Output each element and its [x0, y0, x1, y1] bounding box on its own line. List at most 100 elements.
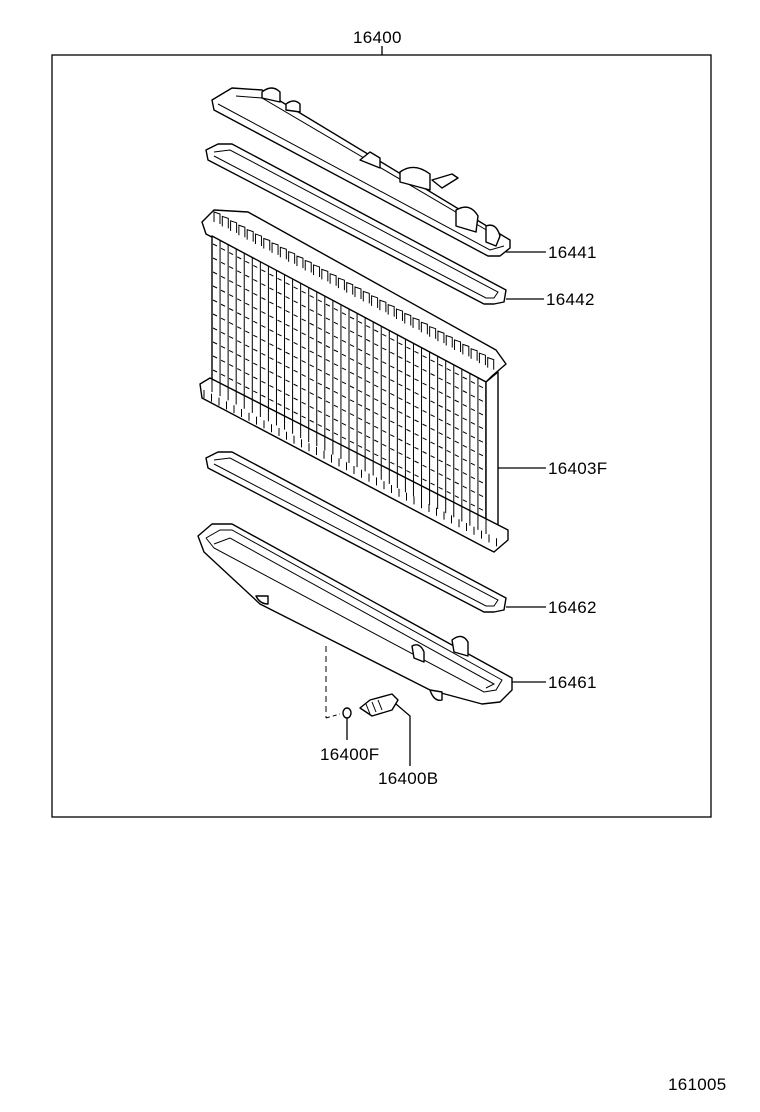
- lower-tank: [197, 523, 513, 705]
- core-fin: [382, 347, 387, 351]
- core-fin: [398, 342, 403, 346]
- core-header-tooth: [445, 334, 453, 348]
- core-fin: [277, 361, 282, 365]
- core-fin: [317, 354, 323, 358]
- core-fin: [220, 247, 226, 251]
- core-fin: [390, 434, 395, 438]
- core-fin: [349, 316, 355, 320]
- core-fin: [478, 507, 484, 511]
- core-fin: [228, 349, 234, 353]
- core-fin: [245, 274, 250, 278]
- core-fin: [341, 326, 347, 329]
- core-fin: [406, 401, 411, 405]
- core-fin: [212, 243, 218, 247]
- core-fin: [390, 365, 395, 369]
- core-fin: [261, 338, 266, 342]
- core-header-tooth: [313, 264, 321, 277]
- core-fin: [365, 338, 371, 342]
- core-fin: [430, 441, 435, 445]
- core-fin: [228, 308, 234, 311]
- core-fin: [349, 399, 355, 403]
- core-fin: [462, 403, 468, 407]
- core-fin: [212, 285, 218, 289]
- core-fin: [454, 481, 460, 485]
- drain-cock-label: 16400B: [378, 769, 438, 788]
- core-fin: [454, 386, 460, 389]
- core-fin: [390, 406, 395, 410]
- drain-cock-leader: [395, 703, 411, 766]
- core-fin: [245, 344, 250, 348]
- core-fin: [438, 377, 443, 381]
- core-fin: [373, 425, 379, 429]
- core-fin: [414, 474, 419, 478]
- core-header-tooth: [437, 330, 445, 344]
- core-fin: [285, 393, 290, 397]
- core-fin: [309, 350, 314, 354]
- core-fin: [309, 322, 314, 326]
- core-fin: [406, 387, 411, 391]
- core-fin: [357, 334, 363, 338]
- core-fin: [422, 409, 427, 413]
- core-header-tooth: [478, 352, 486, 366]
- core-header-tooth: [412, 317, 420, 330]
- core-fin: [301, 304, 306, 308]
- core-fin: [454, 440, 460, 444]
- core-fin: [269, 315, 274, 319]
- core-fin: [236, 256, 242, 260]
- core-fin: [382, 388, 387, 392]
- core-fin: [220, 275, 226, 279]
- core-fin: [269, 343, 274, 347]
- core-fin: [357, 320, 363, 324]
- core-header-tooth: [379, 299, 387, 313]
- core-fin: [438, 432, 443, 436]
- core-header-tooth: [230, 220, 238, 233]
- core-fin: [438, 418, 443, 422]
- core-fin: [220, 345, 226, 349]
- core-fin: [349, 330, 355, 334]
- core-fin: [406, 360, 411, 364]
- core-fin: [373, 370, 379, 374]
- core-fin: [333, 321, 339, 325]
- core-fin: [301, 332, 306, 336]
- core-fin: [269, 301, 274, 305]
- core-fin: [398, 397, 403, 401]
- core-fin: [414, 460, 419, 464]
- core-fin: [406, 428, 411, 432]
- core-fin: [228, 322, 234, 325]
- core-fin: [382, 429, 387, 433]
- core-fin: [245, 372, 250, 376]
- core-fin: [285, 351, 290, 355]
- core-header-tooth: [429, 326, 437, 339]
- core-fin: [390, 392, 395, 396]
- core-fin: [301, 401, 306, 405]
- core-fin: [422, 423, 427, 427]
- core-fin: [293, 383, 298, 387]
- core-fin: [357, 389, 363, 393]
- core-fin: [349, 344, 355, 348]
- core-fin: [301, 360, 306, 364]
- core-fin: [478, 439, 484, 443]
- core-fin: [398, 383, 403, 387]
- core-fin: [245, 358, 250, 362]
- core-fin: [470, 380, 476, 384]
- core-fin: [373, 398, 379, 402]
- core-fin: [309, 364, 314, 368]
- core-header-tooth: [213, 211, 221, 224]
- core-fin: [228, 252, 234, 256]
- core-fin: [438, 459, 443, 463]
- core-fin: [309, 378, 314, 382]
- core-fin: [422, 382, 427, 386]
- lower-gasket-label: 16462: [548, 598, 597, 617]
- core-fin: [261, 366, 266, 370]
- core-fin: [462, 417, 468, 421]
- core-fin: [341, 381, 347, 385]
- core-fin: [478, 412, 484, 416]
- core-fin: [212, 369, 218, 373]
- core-fin: [438, 473, 443, 477]
- core-fin: [228, 266, 234, 270]
- core-fin: [390, 338, 395, 341]
- core-fin: [454, 467, 460, 471]
- core-fin: [430, 386, 435, 390]
- core-fin: [373, 453, 379, 457]
